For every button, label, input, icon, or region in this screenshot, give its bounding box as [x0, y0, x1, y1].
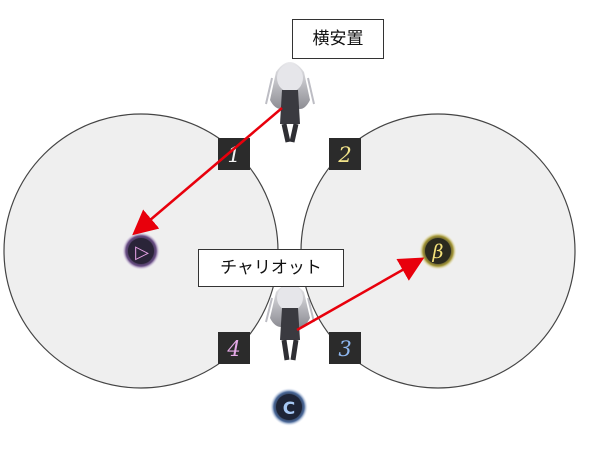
- tile-3-glyph: 3: [338, 337, 351, 361]
- character-top: [265, 62, 315, 143]
- waymark-tile-3: 3: [329, 332, 361, 364]
- waymark-tile-1: 1: [218, 138, 250, 170]
- tile-4-glyph: 4: [226, 337, 240, 361]
- marker-south-icon: C: [270, 388, 308, 426]
- tile-2-glyph: 2: [337, 143, 351, 167]
- arrow-top-to-west: [132, 107, 283, 236]
- marker-west-icon: ▷: [122, 232, 160, 270]
- marker-west-symbol: ▷: [135, 242, 149, 263]
- tile-1-glyph: 1: [227, 143, 240, 167]
- arrow-middle-to-east: [296, 257, 425, 332]
- waymark-tile-2: 2: [329, 138, 361, 170]
- label-chariot: チャリオット: [198, 249, 344, 287]
- marker-east-symbol: β: [432, 241, 444, 263]
- character-middle: [265, 284, 315, 361]
- label-horizontal-placement: 横安置: [292, 19, 384, 59]
- marker-east-icon: β: [419, 232, 457, 270]
- marker-south-symbol: C: [283, 399, 295, 419]
- waymark-tile-4: 4: [218, 332, 250, 364]
